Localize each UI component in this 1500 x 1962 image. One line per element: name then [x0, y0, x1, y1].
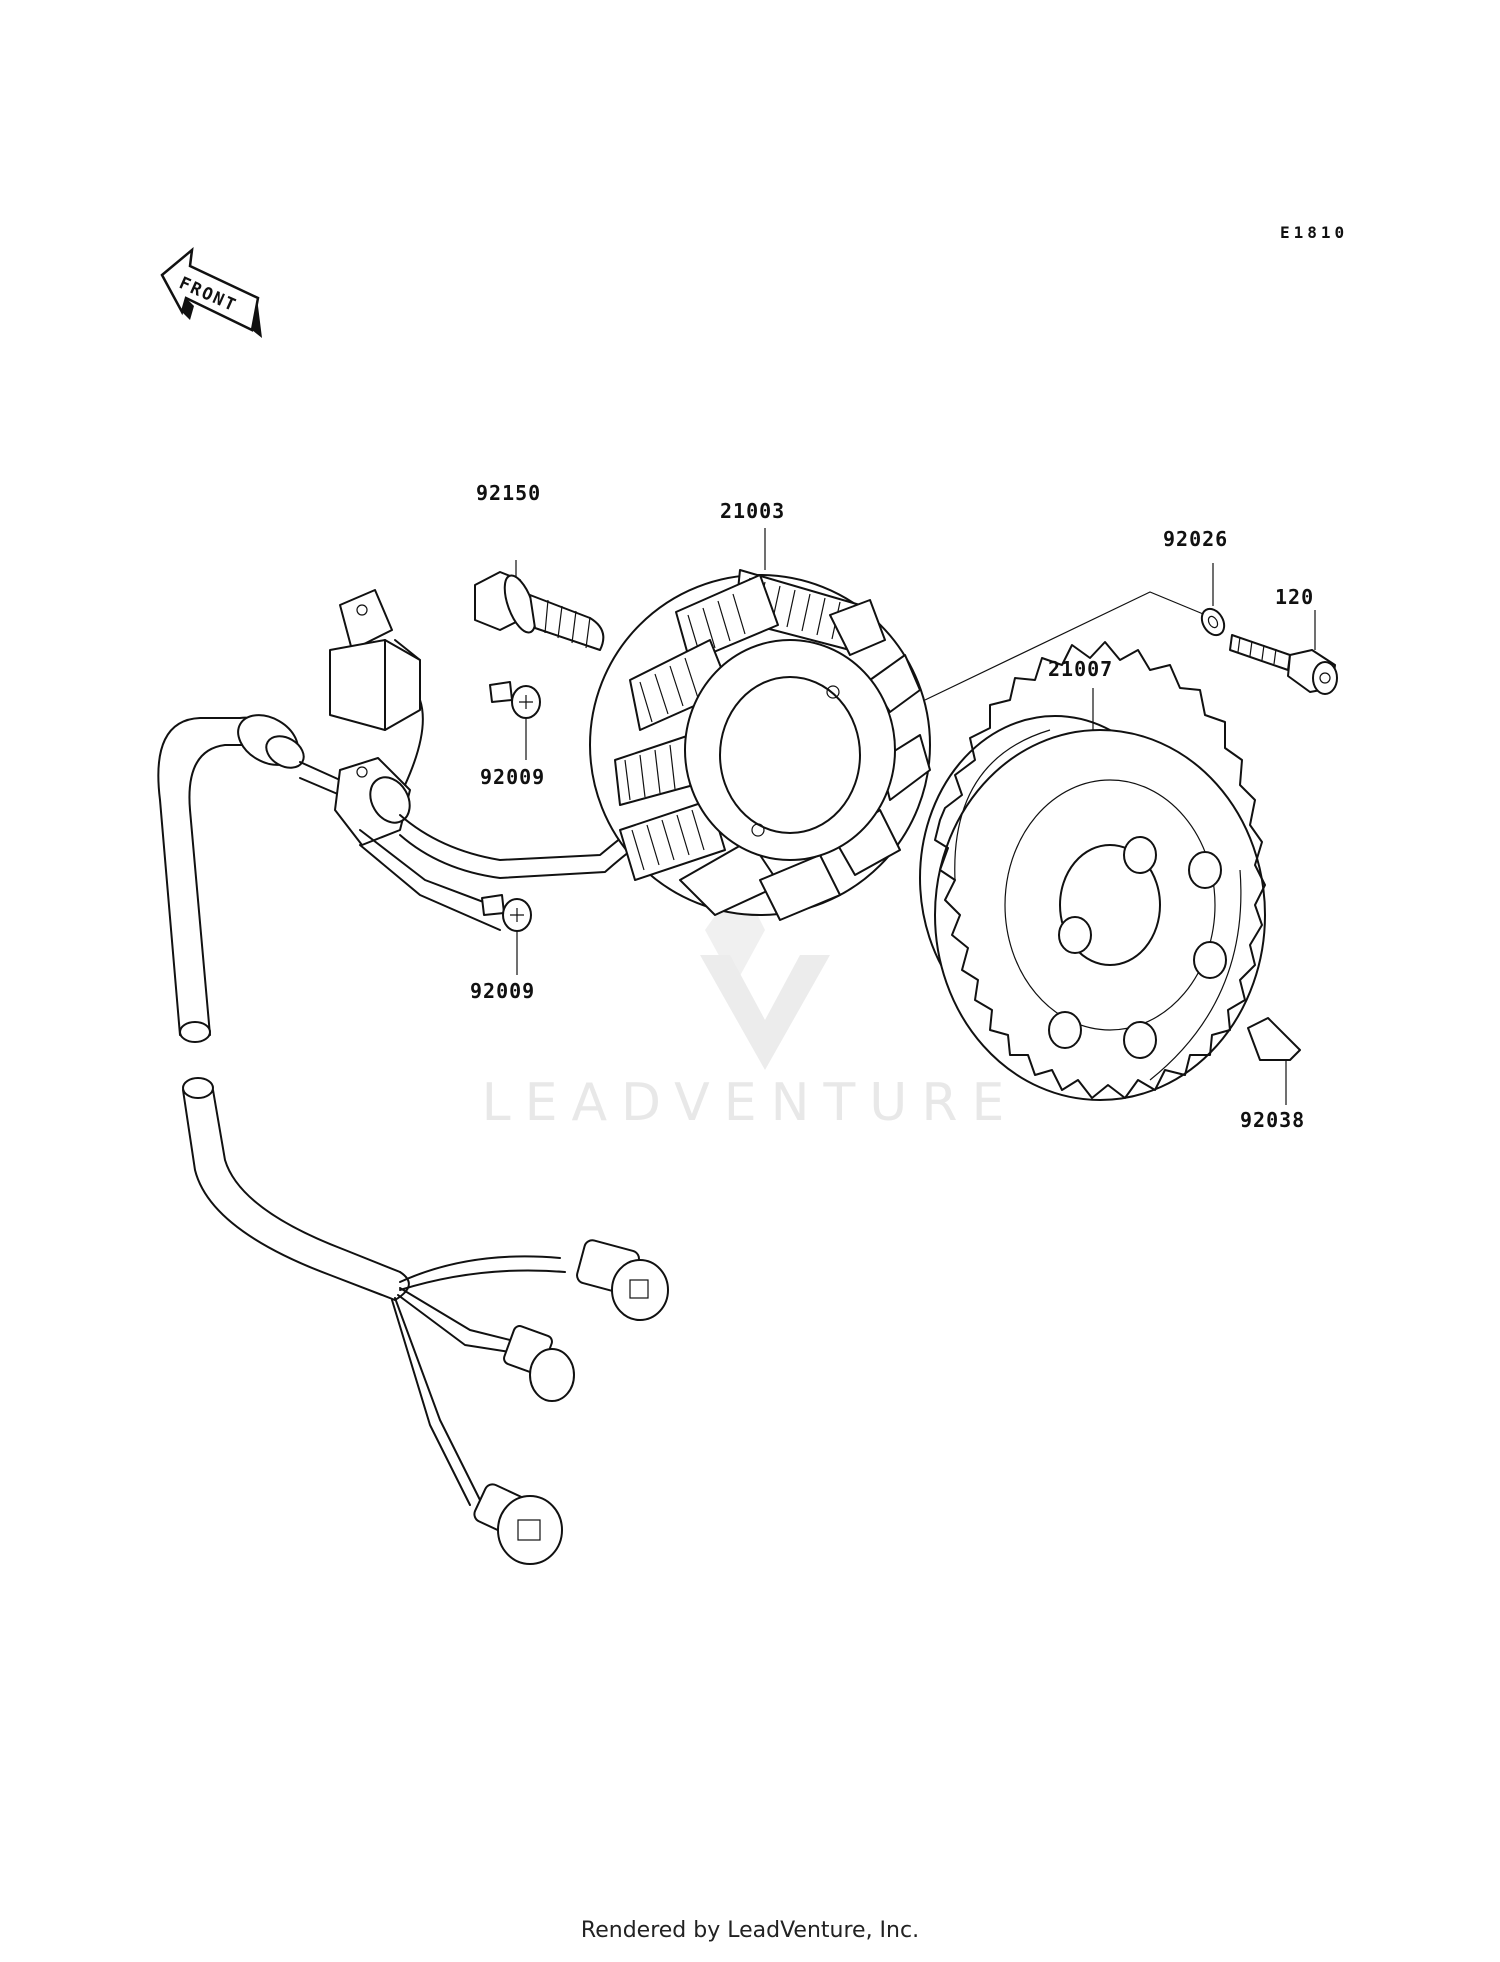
washer-92026 [1200, 563, 1226, 637]
part-label-92038[interactable]: 92038 [1240, 1108, 1305, 1132]
grommet [237, 649, 649, 931]
connector-icon [576, 1239, 669, 1321]
wiring-harness [157, 717, 669, 1565]
stator-21003 [589, 528, 931, 921]
screw-92009-lower [481, 894, 532, 975]
pickup-coil [329, 589, 421, 731]
part-label-120[interactable]: 120 [1275, 585, 1314, 609]
screw-92009-upper [489, 681, 541, 760]
part-label-92009-upper[interactable]: 92009 [480, 765, 545, 789]
part-label-92150[interactable]: 92150 [476, 481, 541, 505]
part-label-92026[interactable]: 92026 [1163, 527, 1228, 551]
part-label-92009-lower[interactable]: 92009 [470, 979, 535, 1003]
footer-credit: Rendered by LeadVenture, Inc. [580, 1918, 920, 1943]
leader-92026 [924, 591, 1209, 701]
key-92038 [1247, 1017, 1301, 1105]
diagram-code: E1810 [1280, 223, 1348, 242]
part-label-21003[interactable]: 21003 [720, 499, 785, 523]
connector-icon [503, 1325, 575, 1402]
bolt-120 [1229, 610, 1338, 695]
bolt-92150 [474, 560, 605, 651]
connector-icon [473, 1483, 563, 1565]
flywheel-21007 [919, 641, 1266, 1101]
front-arrow-icon: FRONT [160, 247, 262, 338]
watermark-text: LEADVENTURE [482, 1073, 1019, 1133]
part-label-21007[interactable]: 21007 [1048, 657, 1113, 681]
watermark: LEADVENTURE [482, 880, 1019, 1133]
